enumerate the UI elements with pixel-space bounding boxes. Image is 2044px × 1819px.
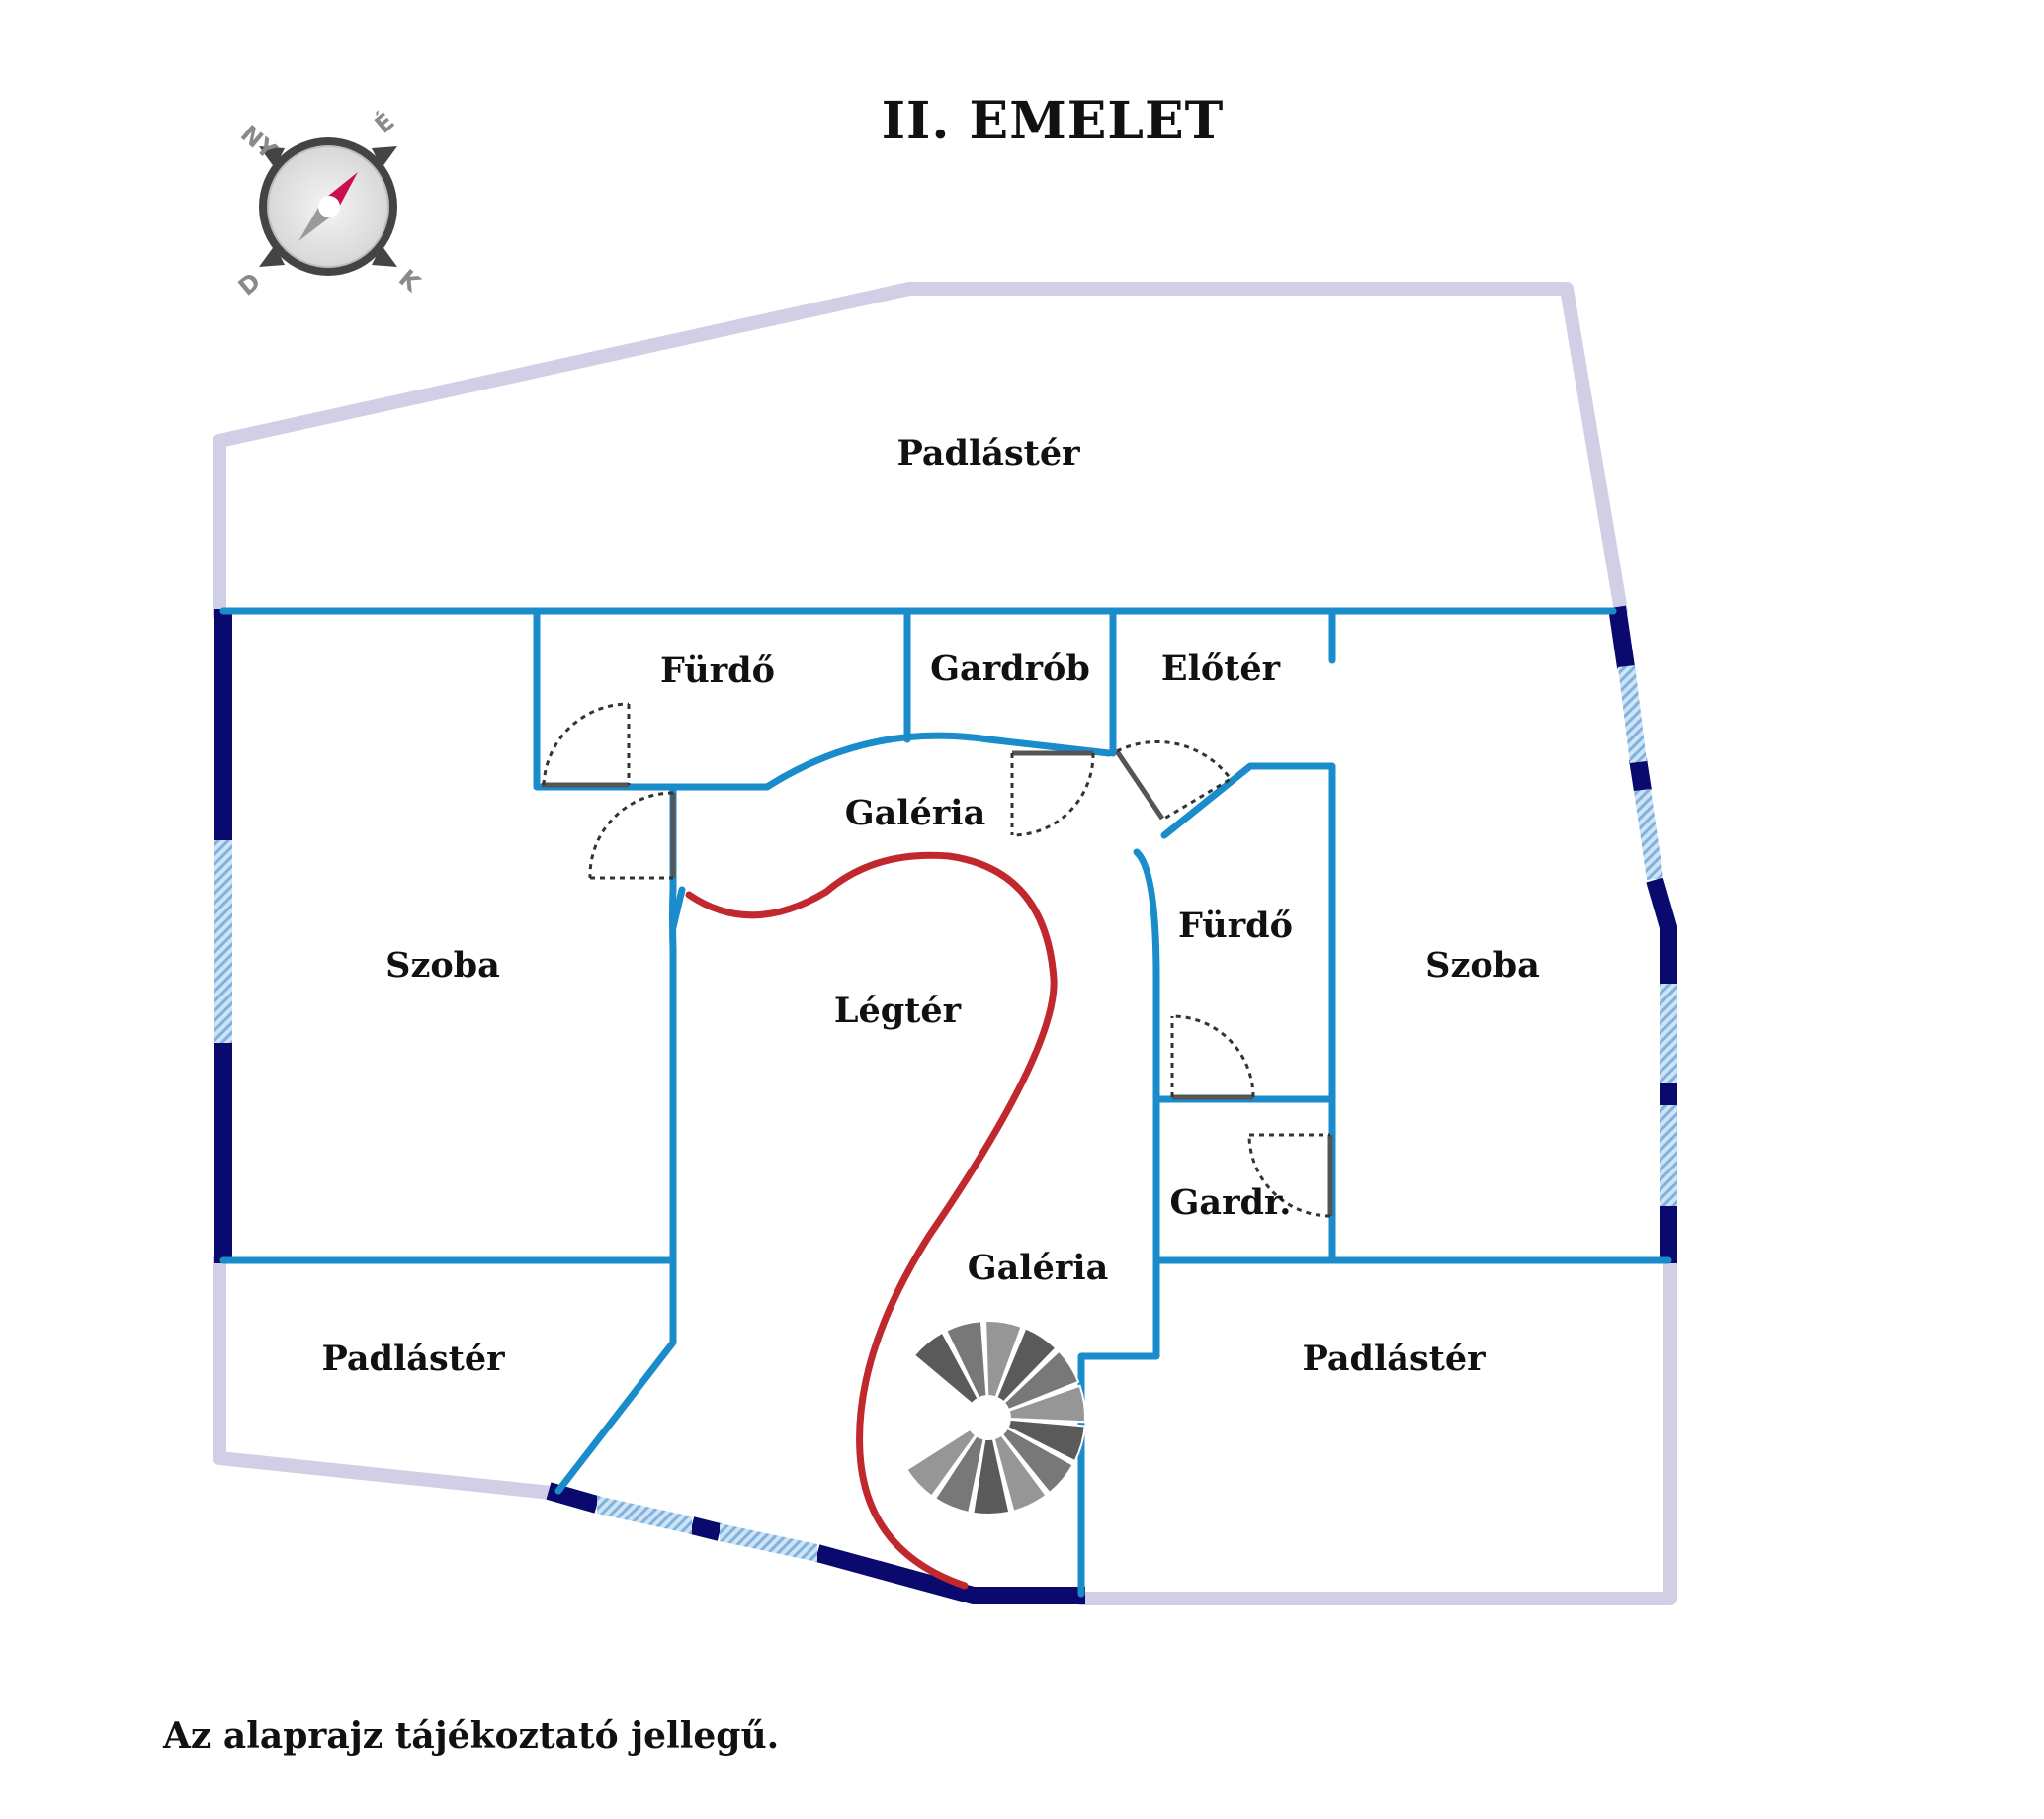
room-label-padlaster-left: Padlástér bbox=[321, 1339, 505, 1379]
stair-tread bbox=[1002, 1349, 1080, 1412]
room-label-padlaster-right: Padlástér bbox=[1302, 1339, 1486, 1379]
stair-tread bbox=[933, 1433, 985, 1515]
outer-wall-bottom-3 bbox=[814, 1544, 1085, 1604]
room-label-galeria-bottom: Galéria bbox=[968, 1248, 1109, 1288]
window-right-1 bbox=[1618, 665, 1647, 763]
compass: NY É D K bbox=[233, 107, 427, 302]
window-right-2 bbox=[1634, 789, 1663, 880]
window-bottom-2 bbox=[720, 1523, 817, 1562]
room-label-furdo-top: Fürdő bbox=[660, 650, 775, 691]
compass-arrow-nw bbox=[259, 146, 285, 168]
room-label-legter: Légtér bbox=[834, 991, 962, 1031]
stair-tread bbox=[972, 1437, 1011, 1516]
page-title: II. EMELET bbox=[881, 91, 1225, 151]
room-label-eloter: Előtér bbox=[1161, 649, 1281, 689]
outer-wall-right bbox=[1608, 605, 1635, 669]
attic-wall-top bbox=[213, 282, 1628, 620]
outer-walls bbox=[214, 605, 1677, 1604]
stair-tread bbox=[1006, 1418, 1086, 1463]
stair-tread bbox=[904, 1428, 978, 1498]
compass-letter-d: D bbox=[233, 267, 266, 301]
wall-furdo-top-box bbox=[533, 607, 771, 791]
compass-arrow-se bbox=[372, 245, 397, 267]
room-labels: Padlástér Fürdő Gardrób Előtér Galéria S… bbox=[321, 433, 1539, 1379]
stair-tread bbox=[944, 1320, 988, 1400]
wall-legter-left bbox=[554, 787, 677, 1495]
outer-wall-right-3 bbox=[1646, 877, 1677, 984]
stair-tread bbox=[992, 1433, 1048, 1513]
stair-tread bbox=[1007, 1384, 1086, 1424]
outer-wall-bottom-2 bbox=[689, 1516, 723, 1541]
window-right-4 bbox=[1660, 1105, 1677, 1206]
window-bottom-1 bbox=[597, 1496, 692, 1534]
wall-galeria-arc bbox=[763, 732, 1113, 791]
outer-wall-right-2 bbox=[1629, 757, 1652, 793]
window-right-3 bbox=[1660, 984, 1677, 1083]
compass-letter-e: É bbox=[369, 107, 399, 139]
windows bbox=[214, 665, 1677, 1562]
door-swing-gardrob bbox=[1010, 752, 1095, 837]
gallery-railing bbox=[685, 851, 1058, 1590]
stair-tread bbox=[984, 1320, 1023, 1399]
spiral-staircase bbox=[904, 1320, 1086, 1516]
room-label-gardr: Gardr. bbox=[1170, 1182, 1292, 1223]
attic-wall-bottom-right bbox=[1074, 1254, 1677, 1605]
door-swing-szoba-left bbox=[588, 791, 674, 880]
door-swing-furdo-right bbox=[1170, 1014, 1255, 1098]
disclaimer-note: Az alaprajz tájékoztató jellegű. bbox=[163, 1715, 780, 1757]
compass-arrow-sw bbox=[259, 245, 285, 267]
compass-center-dot bbox=[318, 196, 340, 217]
compass-arrow-ne bbox=[372, 146, 397, 168]
room-label-gardrob-top: Gardrób bbox=[930, 649, 1090, 689]
wall-legter-notch bbox=[669, 886, 686, 931]
attic-wall-bottom-left bbox=[213, 1254, 558, 1500]
room-label-galeria-top: Galéria bbox=[845, 793, 986, 833]
doors bbox=[542, 702, 1333, 1218]
stair-tread bbox=[1000, 1427, 1074, 1495]
wall-galeria-right bbox=[1077, 848, 1160, 1598]
window-left bbox=[214, 840, 232, 1043]
door-leaf-eloter bbox=[1114, 749, 1165, 821]
wall-furdo-right-box bbox=[1160, 762, 1336, 1264]
door-swing-gardr bbox=[1247, 1133, 1331, 1218]
stair-tread bbox=[912, 1331, 979, 1406]
stair-tread bbox=[995, 1327, 1058, 1404]
attic-walls bbox=[213, 282, 1677, 1605]
compass-letter-k: K bbox=[393, 264, 426, 298]
room-label-szoba-right: Szoba bbox=[1425, 945, 1540, 986]
door-swing-furdo-top bbox=[542, 702, 631, 786]
stair-center-column bbox=[969, 1398, 1008, 1437]
room-label-padlaster-top: Padlástér bbox=[896, 433, 1080, 474]
room-label-szoba-left: Szoba bbox=[385, 945, 500, 986]
room-label-furdo-right: Fürdő bbox=[1178, 906, 1293, 946]
